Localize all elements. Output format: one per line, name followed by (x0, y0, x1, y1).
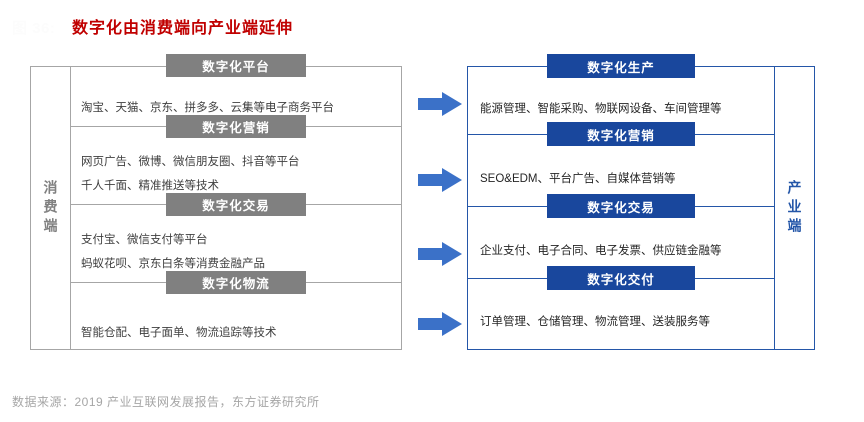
industry-section-line: 订单管理、仓储管理、物流管理、送装服务等 (480, 315, 710, 328)
industry-section-body-transaction: 企业支付、电子合同、电子发票、供应链金融等 (480, 241, 768, 261)
diagram-canvas: 消费端 数字化平台 淘宝、天猫、京东、拼多多、云集等电子商务平台 数字化营销 网… (0, 50, 864, 370)
consumer-side-axis-label: 消费端 (31, 67, 71, 349)
consumer-section-chip-transaction: 数字化交易 (166, 193, 306, 216)
consumer-section-line: 千人千面、精准推送等技术 (81, 180, 219, 192)
consumer-section-chip-platform: 数字化平台 (166, 54, 306, 77)
arrow-head (442, 312, 462, 336)
arrow-head (442, 92, 462, 116)
list-item: 数字化交付 订单管理、仓储管理、物流管理、送装服务等 (468, 266, 774, 348)
consumer-section-body-marketing: 网页广告、微博、微信朋友圈、抖音等平台 千人千面、精准推送等技术 (81, 150, 393, 198)
industry-section-line: 企业支付、电子合同、电子发票、供应链金融等 (480, 244, 722, 257)
consumer-section-line: 网页广告、微博、微信朋友圈、抖音等平台 (81, 156, 300, 168)
title-row: 图 36: 数字化由消费端向产业端延伸 (0, 8, 864, 42)
list-item: 数字化生产 能源管理、智能采购、物联网设备、车间管理等 (468, 54, 774, 135)
consumer-side-panel: 消费端 数字化平台 淘宝、天猫、京东、拼多多、云集等电子商务平台 数字化营销 网… (30, 54, 402, 351)
consumer-section-chip-logistics: 数字化物流 (166, 271, 306, 294)
consumer-section-chip-marketing: 数字化营销 (166, 115, 306, 138)
list-item: 数字化平台 淘宝、天猫、京东、拼多多、云集等电子商务平台 (71, 54, 401, 127)
source-note: 数据来源：2019 产业互联网发展报告，东方证券研究所 (12, 395, 320, 409)
arrow-shaft (418, 318, 444, 330)
industry-side-rows: 数字化生产 能源管理、智能采购、物联网设备、车间管理等 数字化营销 SEO&ED… (468, 54, 774, 349)
consumer-section-line: 智能仓配、电子面单、物流追踪等技术 (81, 327, 277, 339)
right-arrow-icon (418, 92, 462, 116)
consumer-section-body-logistics: 智能仓配、电子面单、物流追踪等技术 (81, 321, 393, 345)
industry-side-axis-label: 产业端 (774, 67, 814, 349)
industry-section-line: 能源管理、智能采购、物联网设备、车间管理等 (480, 102, 722, 115)
industry-section-line: SEO&EDM、平台广告、自媒体营销等 (480, 172, 676, 185)
consumer-section-line: 淘宝、天猫、京东、拼多多、云集等电子商务平台 (81, 102, 334, 114)
page-title: 数字化由消费端向产业端延伸 (72, 20, 294, 37)
right-arrow-icon (418, 168, 462, 192)
industry-section-body-delivery: 订单管理、仓储管理、物流管理、送装服务等 (480, 312, 768, 332)
list-item: 数字化交易 企业支付、电子合同、电子发票、供应链金融等 (468, 194, 774, 279)
arrow-shaft (418, 98, 444, 110)
arrow-shaft (418, 248, 444, 260)
arrow-shaft (418, 174, 444, 186)
industry-section-body-production: 能源管理、智能采购、物联网设备、车间管理等 (480, 99, 768, 119)
industry-section-chip-marketing: 数字化营销 (547, 122, 695, 146)
consumer-section-line: 蚂蚁花呗、京东白条等消费金融产品 (81, 258, 265, 270)
industry-side-axis-label-text: 产业端 (786, 179, 803, 237)
industry-side-panel: 数字化生产 能源管理、智能采购、物联网设备、车间管理等 数字化营销 SEO&ED… (467, 54, 815, 350)
right-arrow-icon (418, 312, 462, 336)
right-arrow-icon (418, 242, 462, 266)
consumer-section-body-platform: 淘宝、天猫、京东、拼多多、云集等电子商务平台 (81, 96, 393, 120)
consumer-section-line: 支付宝、微信支付等平台 (81, 234, 208, 246)
consumer-section-body-transaction: 支付宝、微信支付等平台 蚂蚁花呗、京东白条等消费金融产品 (81, 228, 393, 276)
list-item: 数字化物流 智能仓配、电子面单、物流追踪等技术 (71, 271, 401, 351)
consumer-side-rows: 数字化平台 淘宝、天猫、京东、拼多多、云集等电子商务平台 数字化营销 网页广告、… (71, 54, 401, 351)
arrow-head (442, 242, 462, 266)
industry-section-body-marketing: SEO&EDM、平台广告、自媒体营销等 (480, 169, 768, 189)
arrow-head (442, 168, 462, 192)
figure-number: 图 36: (12, 20, 56, 37)
industry-section-chip-transaction: 数字化交易 (547, 194, 695, 218)
industry-section-chip-delivery: 数字化交付 (547, 266, 695, 290)
consumer-side-axis-label-text: 消费端 (42, 179, 59, 237)
industry-section-chip-production: 数字化生产 (547, 54, 695, 78)
